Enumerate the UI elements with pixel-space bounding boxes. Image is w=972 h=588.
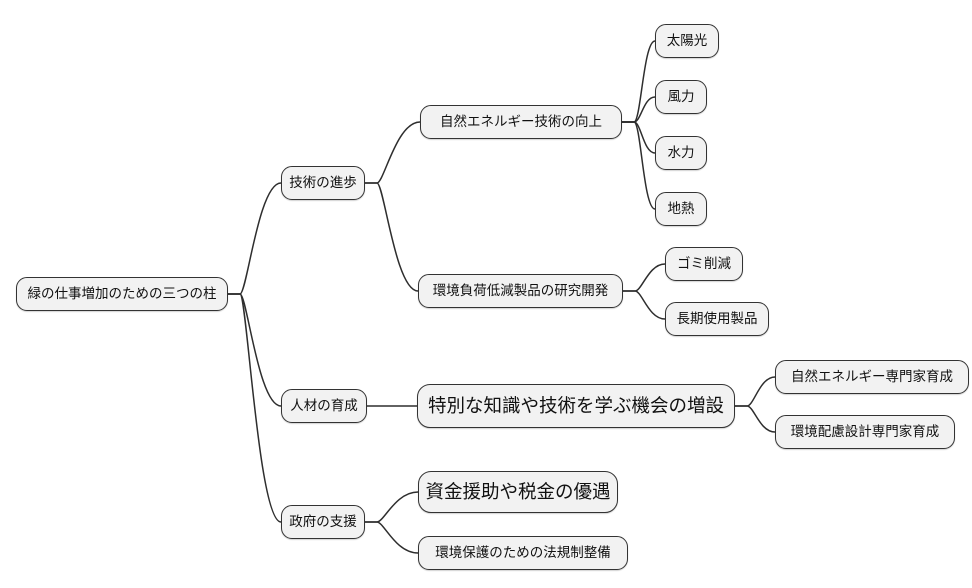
mindmap-node-eco-product-rd: 環境負荷低減製品の研究開発 xyxy=(418,274,623,308)
mindmap-node-wind: 風力 xyxy=(655,80,707,114)
mindmap-node-solar: 太陽光 xyxy=(655,24,719,58)
edge-eco-product-rd-long-life-products xyxy=(622,290,666,320)
edge-natural-energy-tech-solar xyxy=(621,40,656,123)
mindmap-node-long-life-products: 長期使用製品 xyxy=(665,302,769,336)
mindmap-node-learning-opportunities: 特別な知識や技術を学ぶ機会の増設 xyxy=(417,384,735,428)
mindmap-node-tech-progress: 技術の進歩 xyxy=(281,166,365,200)
mindmap-node-gov-support: 政府の支援 xyxy=(281,505,365,539)
mindmap-node-hr-development: 人材の育成 xyxy=(281,389,367,423)
edge-tech-progress-natural-energy-tech xyxy=(364,121,421,184)
edge-natural-energy-tech-geothermal xyxy=(621,121,656,210)
mindmap-node-eco-design-specialist: 環境配慮設計専門家育成 xyxy=(775,415,955,449)
mindmap-node-waste-reduction: ゴミ削減 xyxy=(665,247,743,281)
edge-root-gov-support xyxy=(227,293,282,523)
edge-gov-support-env-law xyxy=(364,521,419,554)
edge-learning-opportunities-energy-specialist xyxy=(734,376,776,407)
mindmap-node-geothermal: 地熱 xyxy=(655,192,707,226)
edge-root-tech-progress xyxy=(227,182,282,295)
edge-tech-progress-eco-product-rd xyxy=(364,182,419,292)
edge-learning-opportunities-eco-design-specialist xyxy=(734,405,776,433)
mindmap-node-env-law: 環境保護のための法規制整備 xyxy=(418,536,628,570)
mindmap-node-funding-tax: 資金援助や税金の優遇 xyxy=(418,471,618,513)
mindmap-node-hydro: 水力 xyxy=(655,136,707,170)
mindmap-node-natural-energy-tech: 自然エネルギー技術の向上 xyxy=(420,105,622,139)
edge-root-hr-development xyxy=(227,293,282,407)
mindmap-node-energy-specialist: 自然エネルギー専門家育成 xyxy=(775,360,969,394)
mindmap-node-root: 緑の仕事増加のための三つの柱 xyxy=(16,277,228,311)
edge-eco-product-rd-waste-reduction xyxy=(622,263,666,292)
edge-gov-support-funding-tax xyxy=(364,491,419,523)
